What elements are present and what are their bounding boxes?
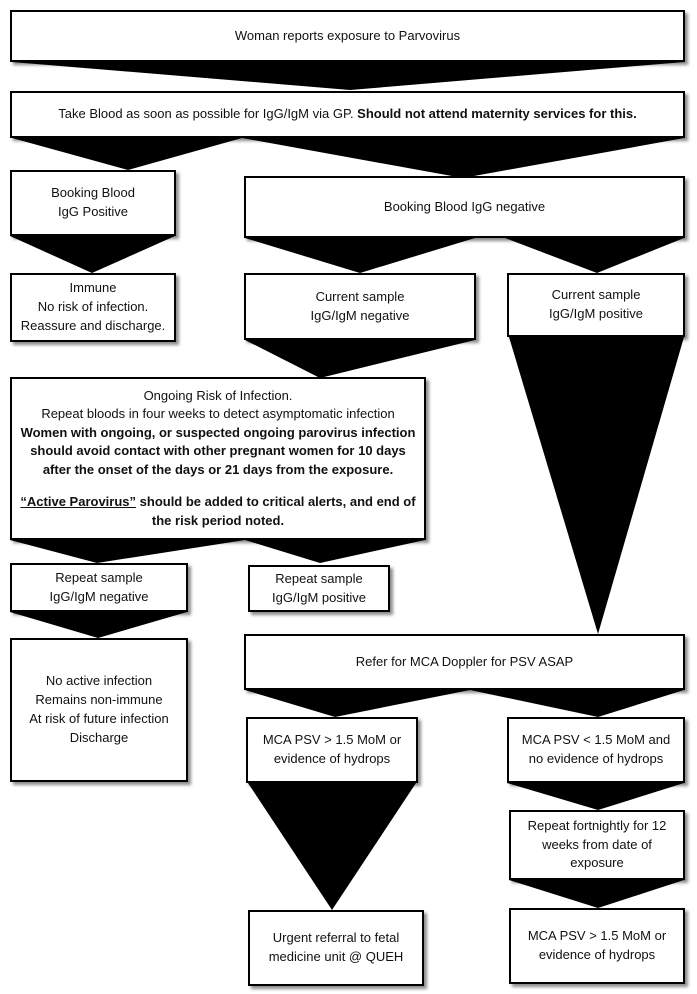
mca-low-box: MCA PSV < 1.5 MoM and no evidence of hyd… [507,717,685,783]
take-blood-warning: Should not attend maternity services for… [357,106,637,122]
arrow-booking-negative-to-current-negative [245,238,475,273]
alert-text: should be added to critical alerts, and … [136,494,416,510]
no-active-line2: Remains non-immune [35,692,163,708]
current-negative-line1: Current sample [315,288,405,304]
exposure-box: Woman reports exposure to Parvovirus [10,10,685,62]
arrow-booking-negative-to-current-positive [505,238,684,273]
arrow-ongoing-to-repeat-negative [10,540,245,563]
booking-positive-line2: IgG Positive [57,204,129,219]
no-active-line1: No active infection [45,673,153,689]
no-active-infection-box: No active infection Remains non-immune A… [10,638,188,782]
mca-low-line1: MCA PSV < 1.5 MoM and [521,732,671,748]
ongoing-risk-bold-1: Women with ongoing, or suspected ongoing… [20,424,416,440]
repeat-negative-line1: Repeat sample [55,569,143,585]
arrow-fortnightly-to-final [509,880,684,908]
mca-low-line2: no evidence of hydrops [528,751,664,766]
repeat-fortnightly-line1: Repeat fortnightly for 12 [527,817,667,833]
repeat-negative-box: Repeat sample IgG/IgM negative [10,563,188,612]
ongoing-risk-repeat: Repeat bloods in four weeks to detect as… [41,406,395,422]
arrow-repeat-negative-to-no-active [10,612,187,638]
arrow-doppler-to-mca-low [470,690,684,717]
booking-negative-text: Booking Blood IgG negative [383,198,546,214]
immune-line2: No risk of infection. [37,299,149,315]
current-positive-box: Current sample IgG/IgM positive [507,273,685,337]
arrow-booking-positive-to-immune [10,236,175,273]
immune-line3: Reassure and discharge. [20,317,166,333]
refer-doppler-text: Refer for MCA Doppler for PSV ASAP [355,653,574,669]
booking-positive-line1: Booking Blood [51,185,135,201]
immune-box: Immune No risk of infection. Reassure an… [10,273,176,342]
current-positive-line1: Current sample [551,287,641,303]
arrow-ongoing-to-repeat-positive [245,540,425,563]
ongoing-risk-title: Ongoing Risk of Infection. [143,387,293,403]
current-positive-line2: IgG/IgM positive [549,306,643,321]
ongoing-risk-box: Ongoing Risk of Infection. Repeat bloods… [10,377,426,540]
take-blood-instruction: Take Blood as soon as possible for IgG/I… [58,106,358,122]
current-negative-box: Current sample IgG/IgM negative [244,273,476,340]
take-blood-text: Take Blood as soon as possible for IgG/I… [58,105,636,124]
current-negative-line2: IgG/IgM negative [310,307,410,323]
mca-high-box: MCA PSV > 1.5 MoM or evidence of hydrops [246,717,418,783]
mca-high-line2: evidence of hydrops [273,751,391,766]
booking-negative-box: Booking Blood IgG negative [244,176,685,238]
arrow-bloods-to-booking-positive [12,138,242,170]
arrow-current-positive-to-doppler [509,337,684,634]
ongoing-risk-bold-3: after the onset of the days or 21 days f… [42,461,394,477]
arrow-bloods-to-booking-negative [242,138,684,178]
booking-positive-box: Booking Blood IgG Positive [10,170,176,236]
arrow-mca-high-to-urgent [248,783,416,910]
urgent-referral-line2: medicine unit @ QUEH [268,949,404,964]
ongoing-risk-alert: “Active Parovirus” should be added to cr… [20,493,415,511]
repeat-fortnightly-box: Repeat fortnightly for 12 weeks from dat… [509,810,685,880]
repeat-positive-line2: IgG/IgM positive [272,589,366,605]
take-blood-box: Take Blood as soon as possible for IgG/I… [10,91,685,138]
ongoing-risk-bold-2: should avoid contact with other pregnant… [30,443,406,459]
arrow-exposure-to-bloods [12,62,684,90]
active-parovirus-label: “Active Parovirus” [20,494,137,510]
no-active-line4: Discharge [69,729,129,745]
no-active-line3: At risk of future infection [29,711,169,726]
mca-high-line1: MCA PSV > 1.5 MoM or [262,732,402,748]
ongoing-risk-alert-line2: the risk period noted. [151,512,285,528]
repeat-fortnightly-line3: exposure [570,855,624,871]
arrow-mca-low-to-repeat-fortnightly [507,783,684,810]
arrow-current-negative-to-ongoing [245,340,475,378]
repeat-negative-line2: IgG/IgM negative [49,588,149,604]
refer-doppler-box: Refer for MCA Doppler for PSV ASAP [244,634,685,690]
mca-high-final-line1: MCA PSV > 1.5 MoM or [527,928,667,944]
urgent-referral-line1: Urgent referral to fetal [272,930,400,946]
mca-high-final-box: MCA PSV > 1.5 MoM or evidence of hydrops [509,908,685,984]
arrow-doppler-to-mca-high [245,690,470,717]
exposure-text: Woman reports exposure to Parvovirus [234,27,461,43]
mca-high-final-line2: evidence of hydrops [538,947,656,962]
immune-line1: Immune [69,280,117,296]
repeat-fortnightly-line2: weeks from date of [542,836,652,852]
repeat-positive-line1: Repeat sample [275,570,363,586]
repeat-positive-box: Repeat sample IgG/IgM positive [248,565,390,612]
urgent-referral-box: Urgent referral to fetal medicine unit @… [248,910,424,986]
